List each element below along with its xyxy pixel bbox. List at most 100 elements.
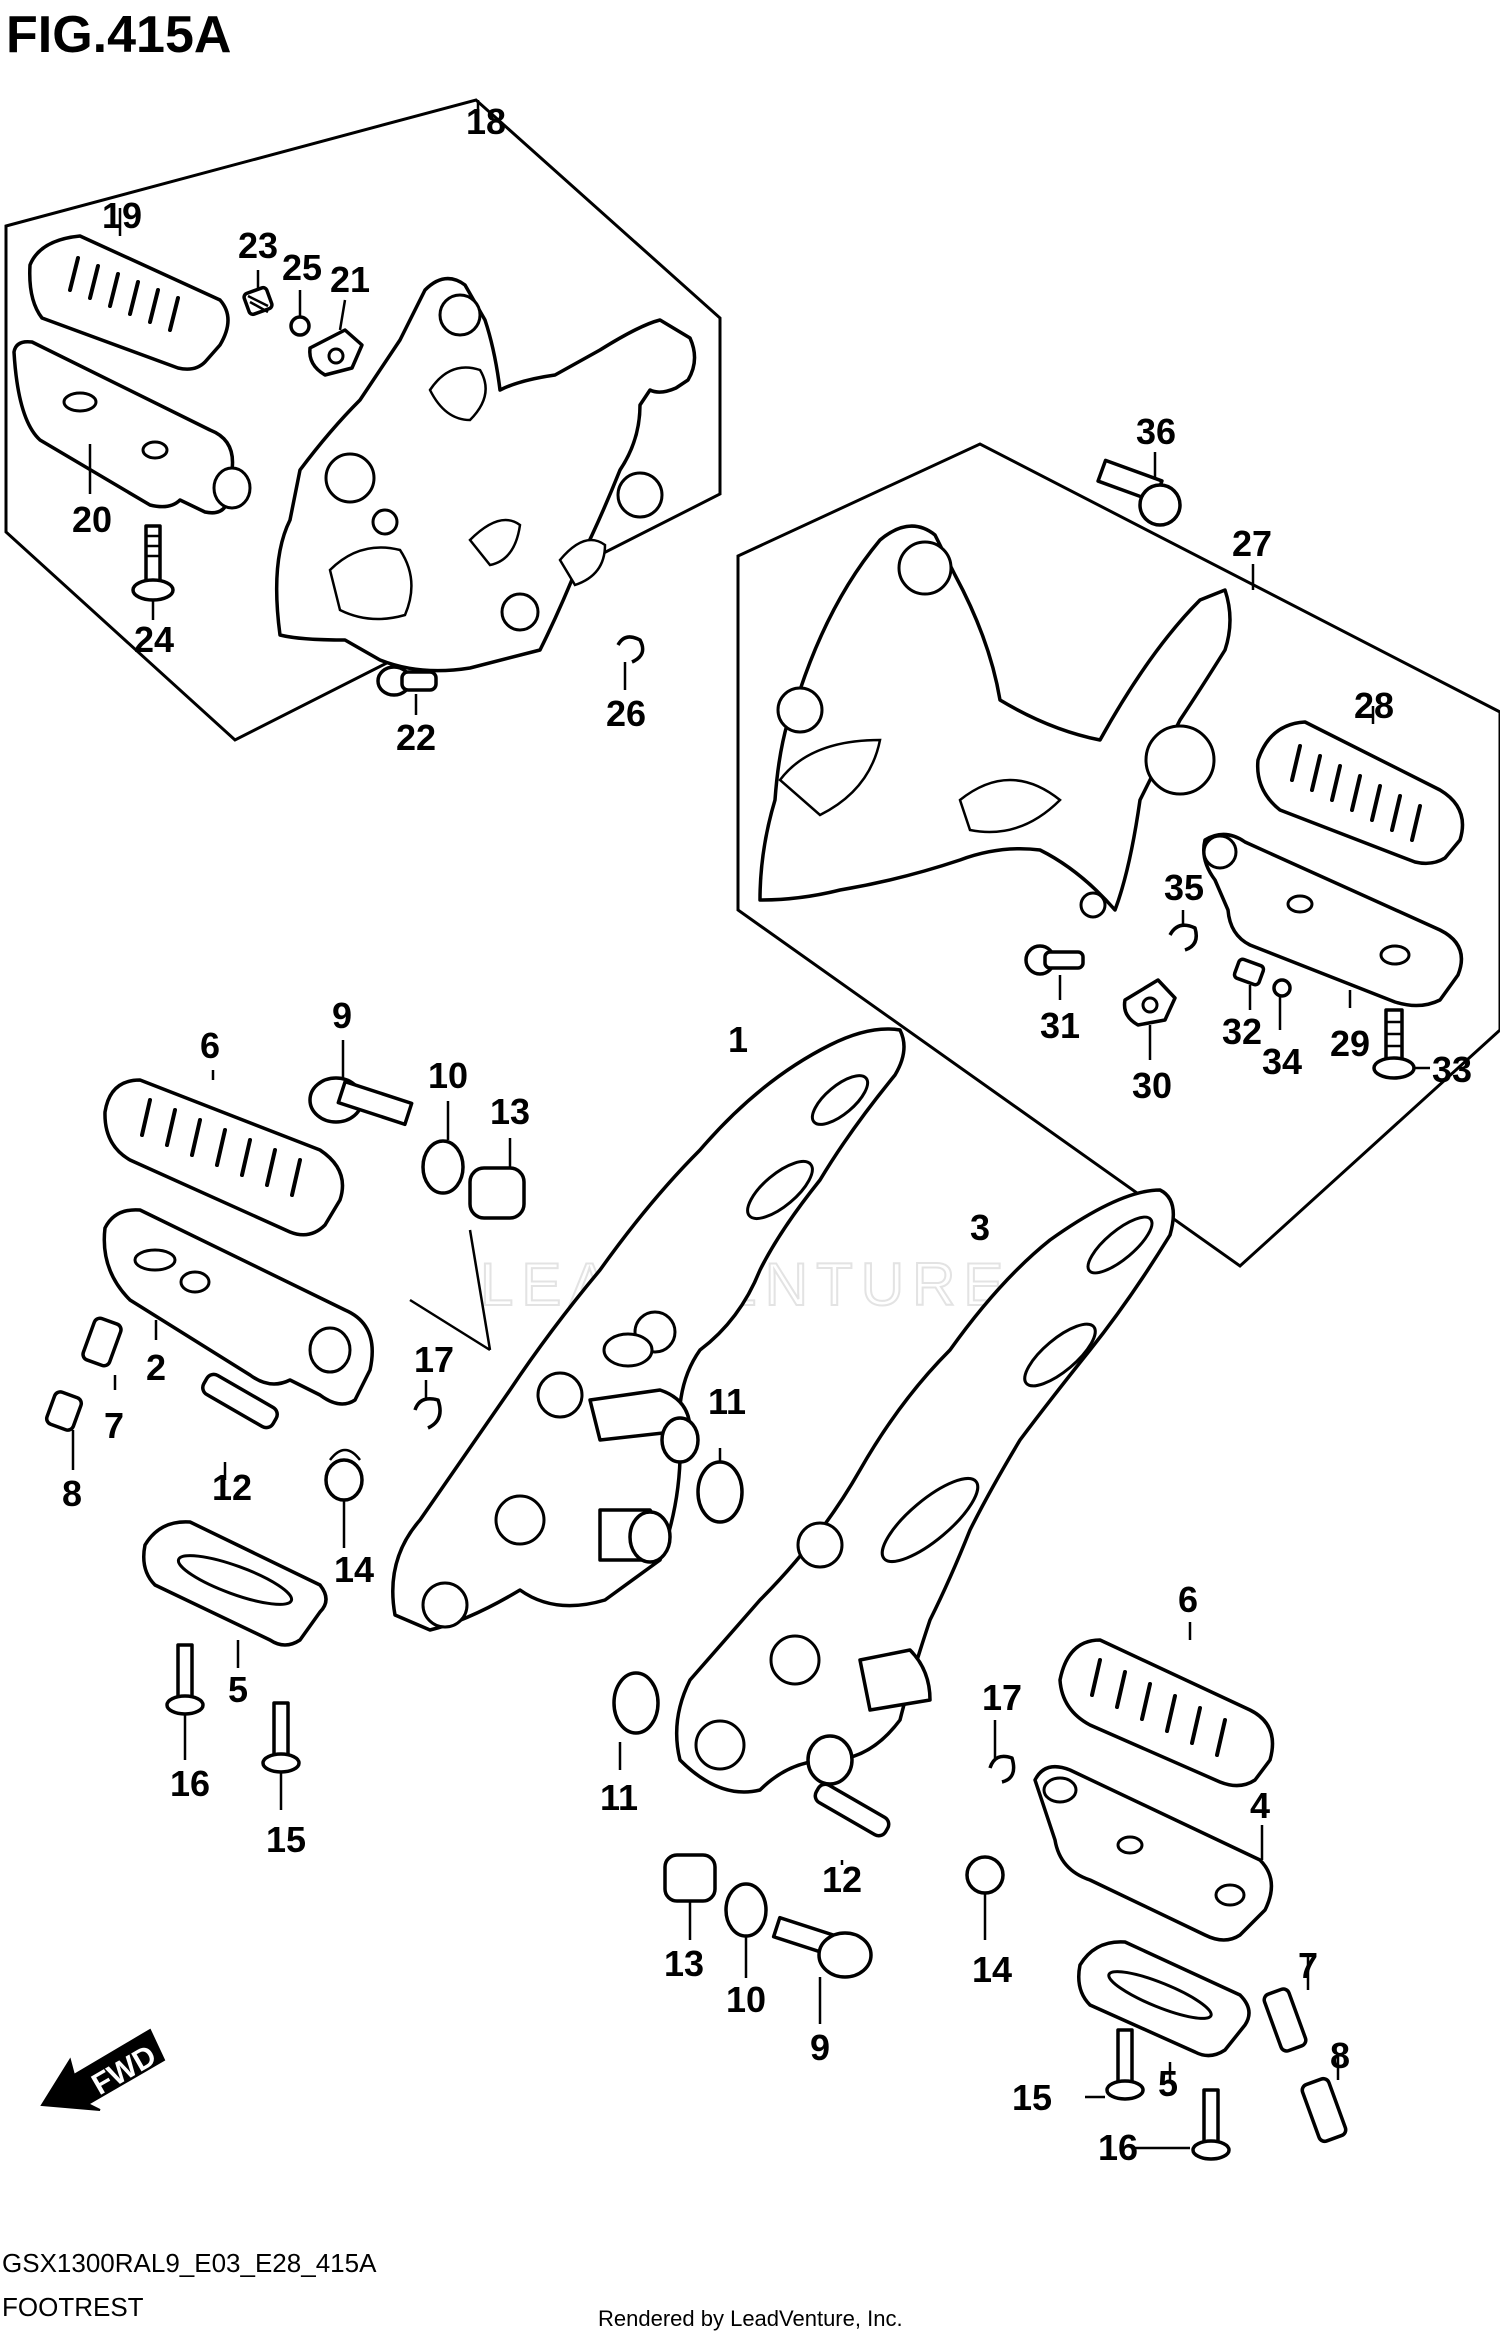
callout-13b: 13 (664, 1943, 704, 1984)
part-15-left-bolt (261, 1701, 301, 1774)
part-35-clip (1168, 923, 1198, 952)
callout-9b: 9 (810, 2027, 830, 2068)
callout-28: 28 (1354, 685, 1394, 726)
callout-11a: 11 (708, 1381, 746, 1422)
callout-8a: 8 (62, 1473, 82, 1514)
part-31-pin (1024, 944, 1085, 976)
callout-7b: 7 (1298, 1945, 1318, 1986)
part-36-bolt (1096, 458, 1182, 527)
figure-name: FOOTREST (2, 2292, 144, 2322)
part-13-bushing-lower (663, 1853, 717, 1903)
callout-23: 23 (238, 225, 278, 266)
callout-29: 29 (1330, 1023, 1370, 1064)
assembly-outline-27 (736, 442, 1500, 1268)
part-19-footrest-rubber (28, 234, 230, 371)
part-33-bolt (1372, 1008, 1416, 1080)
callout-27: 27 (1232, 523, 1272, 564)
callout-25: 25 (282, 247, 322, 288)
callout-8b: 8 (1330, 2035, 1350, 2076)
part-11-washer-lower (612, 1671, 660, 1735)
callout-30: 30 (1132, 1065, 1172, 1106)
callout-24: 24 (134, 619, 174, 660)
callout-22: 22 (396, 717, 436, 758)
part-16-left-bolt (165, 1643, 205, 1716)
part-1-left-plate (391, 1027, 906, 1632)
callout-2: 2 (146, 1347, 166, 1388)
callout-35: 35 (1164, 867, 1204, 908)
callout-3: 3 (970, 1207, 990, 1248)
callout-14a: 14 (334, 1549, 374, 1590)
callout-16a: 16 (170, 1763, 210, 1804)
part-7-nut (81, 1316, 123, 1368)
callout-9a: 9 (332, 995, 352, 1036)
part-30-plate (1122, 978, 1177, 1027)
part-34-ball (1272, 978, 1292, 998)
model-code: GSX1300RAL9_E03_E28_415A (2, 2248, 377, 2278)
callout-36: 36 (1136, 411, 1176, 452)
callout-17b: 17 (982, 1677, 1022, 1718)
part-6-left-footrest-rubber (103, 1078, 345, 1237)
assembly-box-27 (736, 442, 1500, 1268)
part-14-spring (324, 1448, 364, 1502)
part-20-footrest (12, 339, 252, 515)
render-credit: Rendered by LeadVenture, Inc. (598, 2306, 903, 2331)
part-13-bushing (468, 1166, 526, 1220)
part-27-rear-bracket (758, 524, 1232, 919)
callout-14b: 14 (972, 1949, 1012, 1990)
part-22-pin (376, 665, 438, 697)
callout-33: 33 (1432, 1049, 1472, 1090)
forward-direction-arrow: FWD (40, 2028, 166, 2111)
part-14-spring-lower (965, 1855, 1005, 1895)
part-4-right-footrest (1033, 1764, 1274, 1942)
callout-34: 34 (1262, 1041, 1302, 1082)
part-5-left-pad (142, 1520, 328, 1647)
part-8-cap-lower (1300, 2076, 1348, 2144)
part-21-plate (308, 328, 364, 377)
part-17-clip-lower (988, 1754, 1016, 1784)
callout-5b: 5 (1158, 2063, 1178, 2104)
callout-5a: 5 (228, 1669, 248, 1710)
callout-10b: 10 (726, 1979, 766, 2020)
callout-7a: 7 (104, 1405, 124, 1446)
part-2-left-footrest (102, 1208, 374, 1406)
part-18-rear-bracket (274, 276, 697, 673)
callout-12b: 12 (822, 1859, 862, 1900)
assembly-outline-18 (4, 98, 722, 742)
part-9-bolt-lower (771, 1915, 873, 1979)
callout-1: 1 (728, 1019, 748, 1060)
callout-12a: 12 (212, 1467, 252, 1508)
callout-31: 31 (1040, 1005, 1080, 1046)
part-9-bolt (308, 1076, 414, 1127)
callout-18: 18 (466, 101, 506, 142)
part-10-washer-lower (724, 1882, 768, 1938)
callout-11b: 11 (600, 1777, 638, 1818)
part-26-clip (616, 635, 645, 664)
callout-17a: 17 (414, 1339, 454, 1380)
part-25-ball (289, 315, 311, 337)
part-23-screw (242, 285, 274, 317)
figure-title: FIG.415A (6, 6, 231, 64)
callout-26: 26 (606, 693, 646, 734)
part-10-washer (421, 1139, 465, 1195)
part-11-washer-upper (696, 1460, 744, 1524)
callout-15b: 15 (1012, 2077, 1052, 2118)
part-24-bolt (131, 524, 175, 602)
callout-labels: 18 19 23 25 21 20 24 22 26 36 27 28 35 3… (62, 101, 1472, 2168)
callout-19: 19 (102, 195, 142, 236)
left-footrest-group (44, 1040, 526, 1810)
callout-6b: 6 (1178, 1579, 1198, 1620)
part-12-pin-lower (813, 1782, 891, 1838)
part-8-cap (44, 1390, 84, 1432)
part-29-footrest (1202, 832, 1464, 1008)
callout-21: 21 (330, 259, 370, 300)
part-32-screw (1232, 957, 1266, 987)
part-15-right-bolt (1105, 2028, 1145, 2101)
part-17-clip (413, 1397, 442, 1430)
callout-10a: 10 (428, 1055, 468, 1096)
callout-13a: 13 (490, 1091, 530, 1132)
part-6-right-footrest-rubber (1058, 1638, 1275, 1788)
part-12-pin (201, 1372, 279, 1430)
part-16-right-bolt (1191, 2088, 1231, 2161)
callout-32: 32 (1222, 1011, 1262, 1052)
